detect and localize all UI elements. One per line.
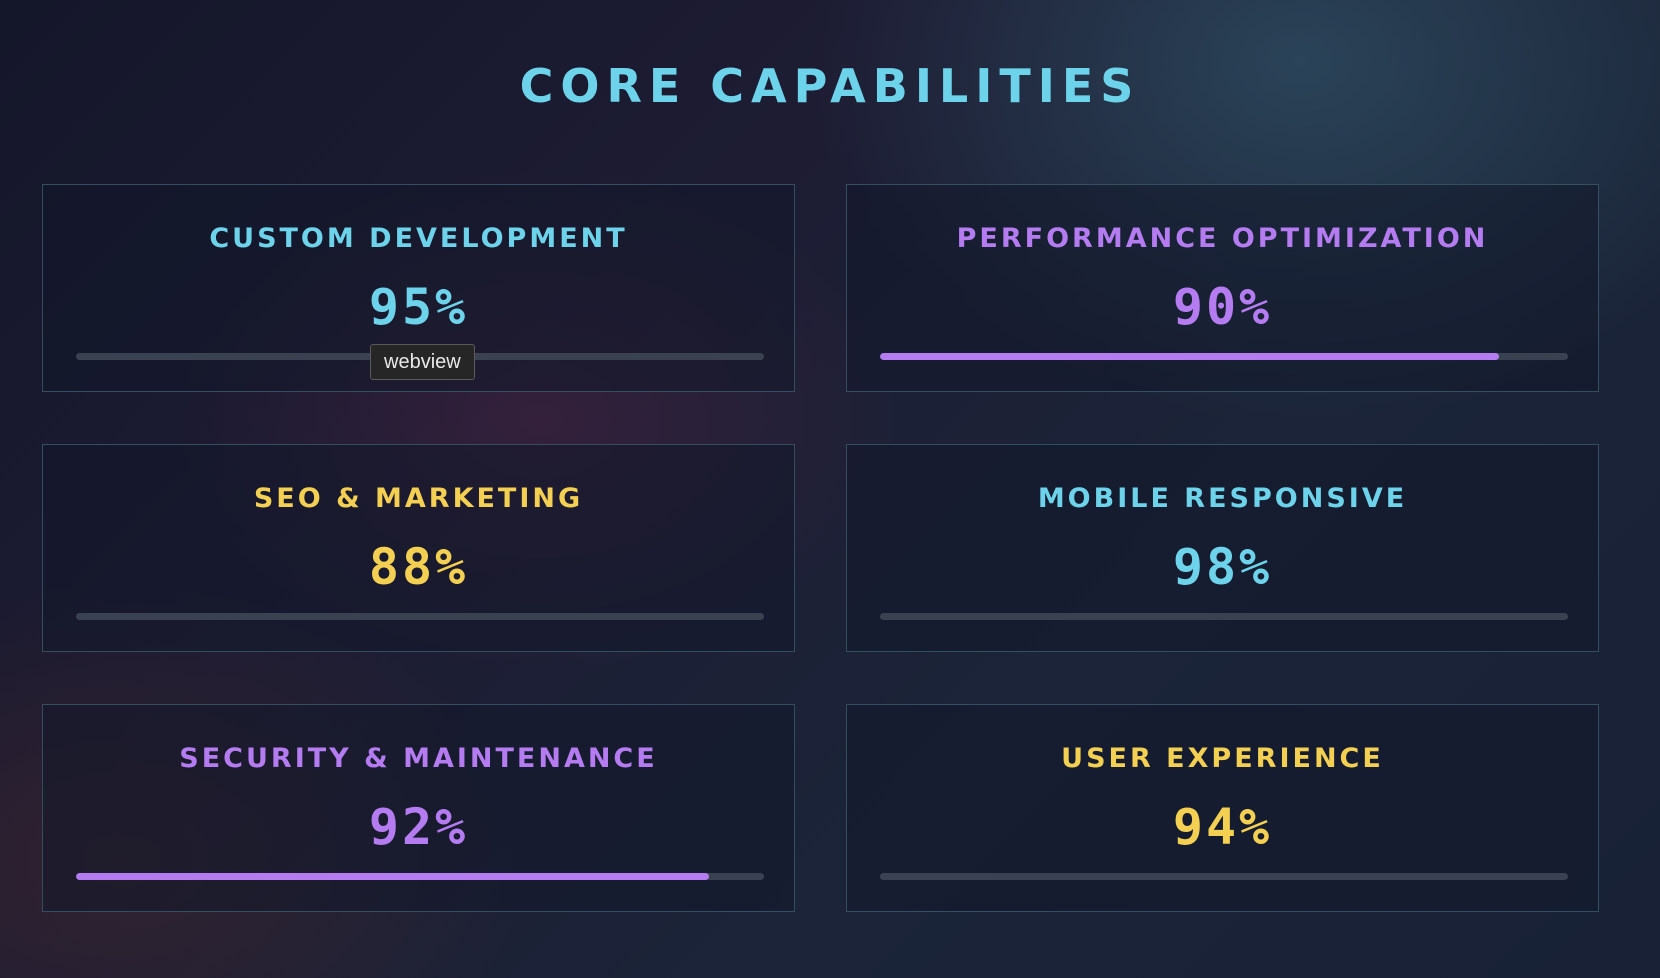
card-title: MOBILE RESPONSIVE <box>1037 483 1408 514</box>
capability-card-mobile-responsive: MOBILE RESPONSIVE 98% <box>846 444 1599 652</box>
card-title: PERFORMANCE OPTIMIZATION <box>956 223 1489 254</box>
progress-track <box>76 873 764 880</box>
card-title: SECURITY & MAINTENANCE <box>179 743 658 774</box>
webview-tooltip: webview <box>370 344 475 380</box>
progress-fill <box>880 353 1500 360</box>
progress-track <box>76 613 764 620</box>
card-percentage: 95% <box>368 278 469 336</box>
card-percentage: 90% <box>1172 278 1273 336</box>
capability-card-performance-optimization: PERFORMANCE OPTIMIZATION 90% <box>846 184 1599 392</box>
progress-fill <box>76 873 709 880</box>
progress-track <box>880 613 1568 620</box>
card-title: SEO & MARKETING <box>253 483 584 514</box>
card-percentage: 94% <box>1172 798 1273 856</box>
progress-track <box>880 353 1568 360</box>
card-percentage: 88% <box>368 538 469 596</box>
card-title: USER EXPERIENCE <box>1061 743 1384 774</box>
capability-card-user-experience: USER EXPERIENCE 94% <box>846 704 1599 912</box>
capability-card-security-maintenance: SECURITY & MAINTENANCE 92% <box>42 704 795 912</box>
page-title: CORE CAPABILITIES <box>519 59 1141 113</box>
card-title: CUSTOM DEVELOPMENT <box>209 223 628 254</box>
capability-card-seo-marketing: SEO & MARKETING 88% <box>42 444 795 652</box>
card-percentage: 92% <box>368 798 469 856</box>
progress-track <box>880 873 1568 880</box>
card-percentage: 98% <box>1172 538 1273 596</box>
